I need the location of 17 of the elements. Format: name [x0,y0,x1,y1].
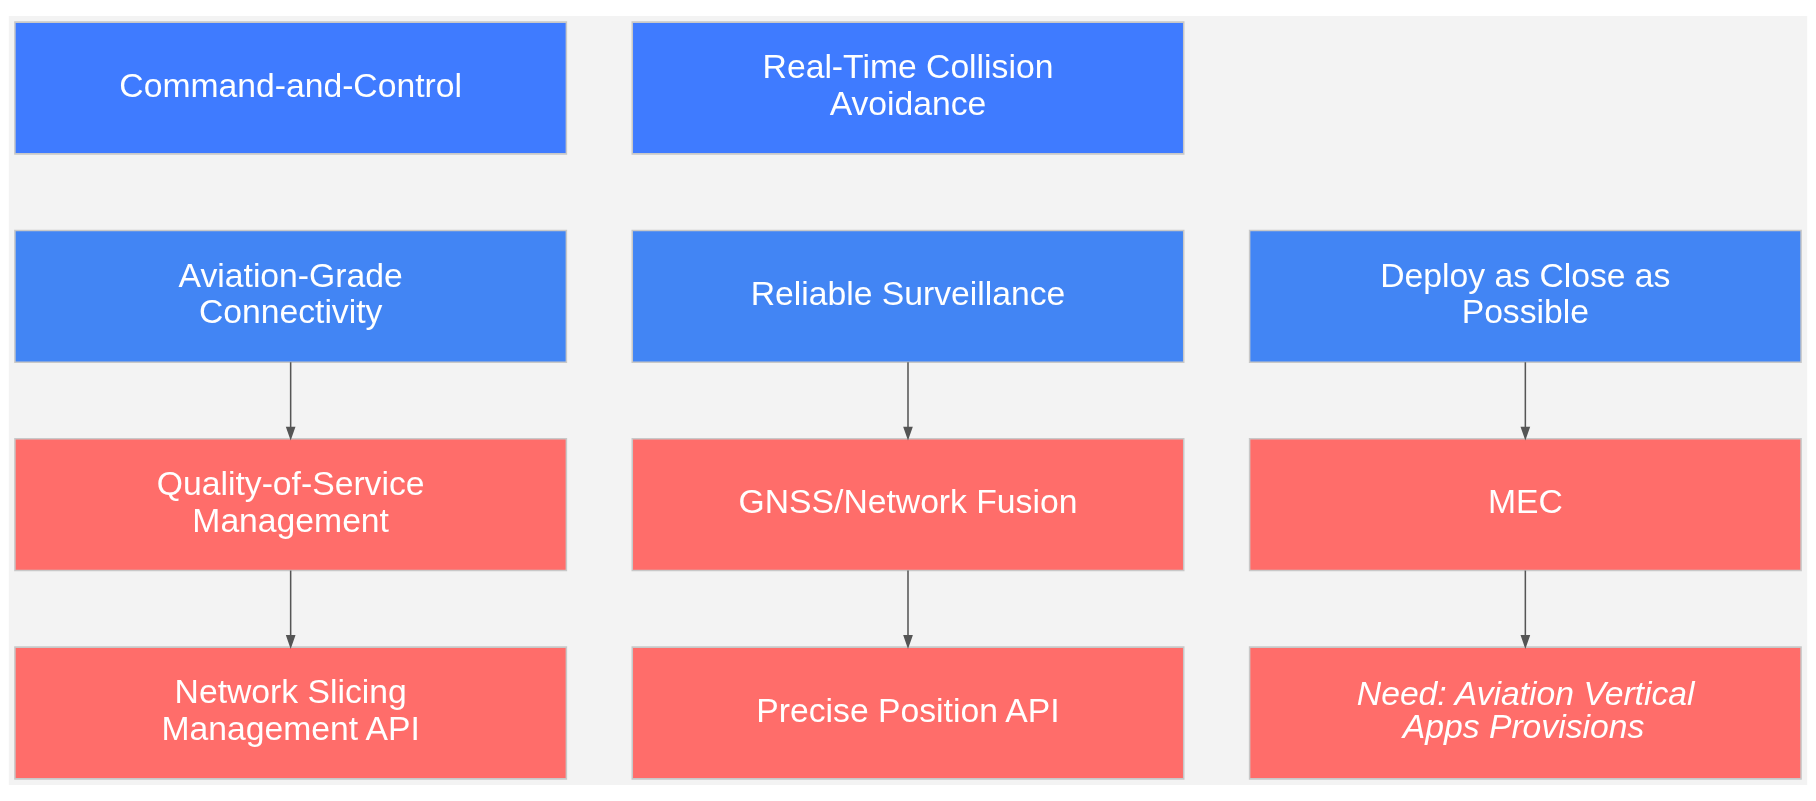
node-box: Command-and-Control [14,21,568,155]
node-box: Need: Aviation Vertical Apps Provisions [1248,646,1802,780]
node-box: Quality-of-Service Management [14,438,568,572]
node-box: GNSS/Network Fusion [631,438,1185,572]
node-box: MEC [1248,438,1802,572]
arrow [1520,569,1531,649]
arrow [285,361,296,441]
node-box: Precise Position API [631,646,1185,780]
node-box: Reliable Surveillance [631,229,1185,363]
arrow [903,361,913,441]
node-box: Real-Time Collision Avoidance [631,21,1185,155]
node-box: Network Slicing Management API [14,646,568,780]
node-box: Deploy as Close as Possible [1248,229,1802,363]
arrow [285,569,296,649]
arrow [1520,361,1531,441]
arrow [903,569,913,649]
node-box: Aviation-Grade Connectivity [14,229,568,363]
